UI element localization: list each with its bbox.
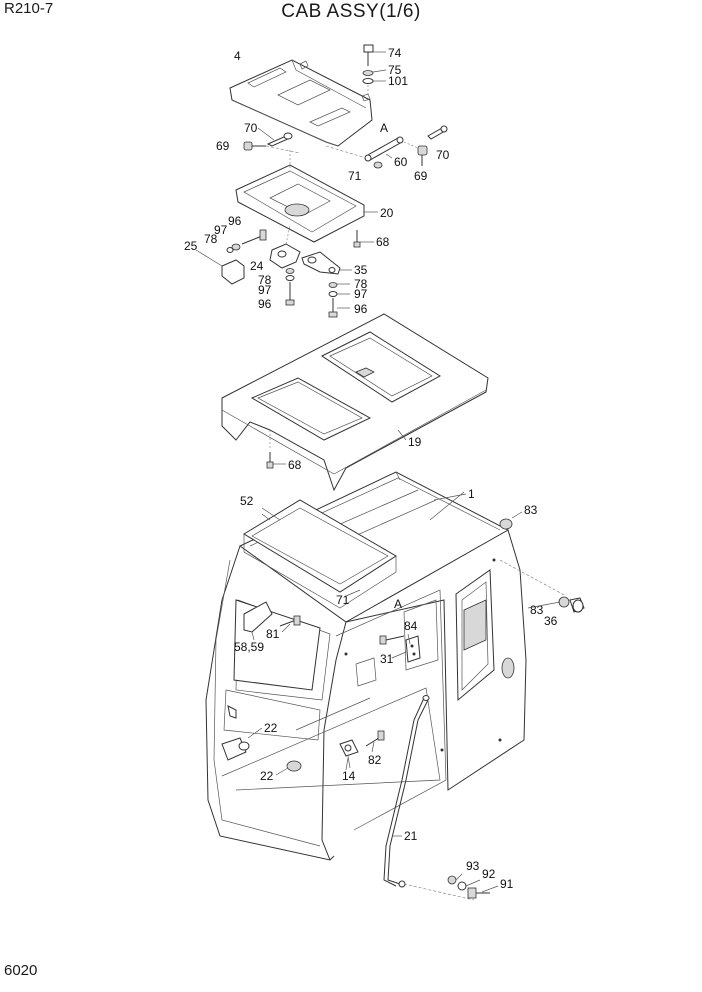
callout-58-59: 58,59: [234, 640, 264, 654]
shaft-60: [325, 136, 404, 169]
callout-75: 75: [388, 63, 402, 77]
callout-92: 92: [482, 867, 496, 881]
callout-20: 20: [380, 206, 394, 220]
callout-84: 84: [404, 619, 418, 633]
callout-83-side: 83: [530, 603, 544, 617]
top-cover-part: [229, 59, 373, 147]
callout-78-b: 78: [258, 273, 272, 287]
stopper-22: [286, 760, 302, 772]
bolt-96-right: [328, 282, 350, 318]
callout-22-lower: 22: [260, 769, 274, 783]
callout-74: 74: [388, 46, 402, 60]
callout-19: 19: [408, 435, 422, 449]
callout-25: 25: [184, 239, 198, 253]
callout-69-left: 69: [216, 139, 230, 153]
bolt-68-roof: [266, 430, 286, 469]
callout-71-top: 71: [348, 169, 362, 183]
callout-52: 52: [240, 494, 254, 508]
hatch-frame-20: [235, 150, 378, 243]
part-25: [195, 249, 245, 285]
callout-96-c: 96: [354, 302, 368, 316]
nut-83-top: [499, 511, 567, 597]
callout-97-c: 97: [354, 287, 368, 301]
bolt-74-washers: [362, 44, 387, 96]
bolt-96-left: [226, 229, 267, 253]
callout-1: 1: [468, 487, 475, 501]
callout-14: 14: [342, 769, 356, 783]
plate-14: [339, 739, 359, 769]
callout-4: 4: [234, 49, 241, 63]
seal-frame-52: [243, 499, 397, 609]
bolt-91-washers: [403, 875, 490, 901]
catch-22: [221, 705, 250, 761]
callout-96-b: 96: [258, 297, 272, 311]
callout-70-right: 70: [436, 148, 450, 162]
callout-78-c: 78: [354, 277, 368, 291]
bolt-68-top: [353, 230, 374, 248]
handle-35: [301, 251, 352, 275]
bolt-82: [365, 730, 385, 747]
callout-83-top: 83: [524, 503, 538, 517]
callout-71-cab: 71: [336, 593, 350, 607]
callout-69-right: 69: [414, 169, 428, 183]
callout-68-roof: 68: [288, 458, 302, 472]
callout-93: 93: [466, 859, 480, 873]
callout-24: 24: [250, 259, 264, 273]
bolt-96-center: [285, 268, 295, 306]
callout-82: 82: [368, 753, 382, 767]
callout-21: 21: [404, 829, 418, 843]
callout-22-upper: 22: [264, 721, 278, 735]
callout-78-a: 78: [204, 232, 218, 246]
pin-bolt-left: [243, 127, 301, 154]
pin-bolt-right: [403, 125, 448, 166]
callout-70-left: 70: [244, 121, 258, 135]
callout-labels: 4 74 75 101 70 69 A 60 70 71 69 20 96 97…: [184, 46, 558, 891]
callout-35: 35: [354, 263, 368, 277]
callout-31: 31: [380, 652, 394, 666]
bracket-24: [269, 225, 301, 269]
callout-A-top: A: [380, 121, 388, 135]
callout-A-cab: A: [394, 597, 402, 611]
callout-68-top: 68: [376, 235, 390, 249]
callout-97-b: 97: [258, 283, 272, 297]
callout-101: 101: [388, 74, 408, 88]
bolt-36-nut-83: [558, 596, 585, 613]
leader-lines: [247, 491, 561, 893]
rod-21: [383, 695, 430, 888]
callout-60: 60: [394, 155, 408, 169]
callout-91: 91: [500, 877, 514, 891]
page-title: CAB ASSY(1/6): [281, 1, 421, 22]
callout-96-a: 96: [228, 214, 242, 228]
page-number: 6020: [4, 962, 38, 979]
callout-81: 81: [266, 627, 280, 641]
model-number: R210-7: [4, 0, 54, 17]
roof-panel-19: [221, 313, 489, 492]
callout-97-a: 97: [214, 223, 228, 237]
callout-36: 36: [544, 614, 558, 628]
bracket-58-59: [243, 601, 301, 641]
